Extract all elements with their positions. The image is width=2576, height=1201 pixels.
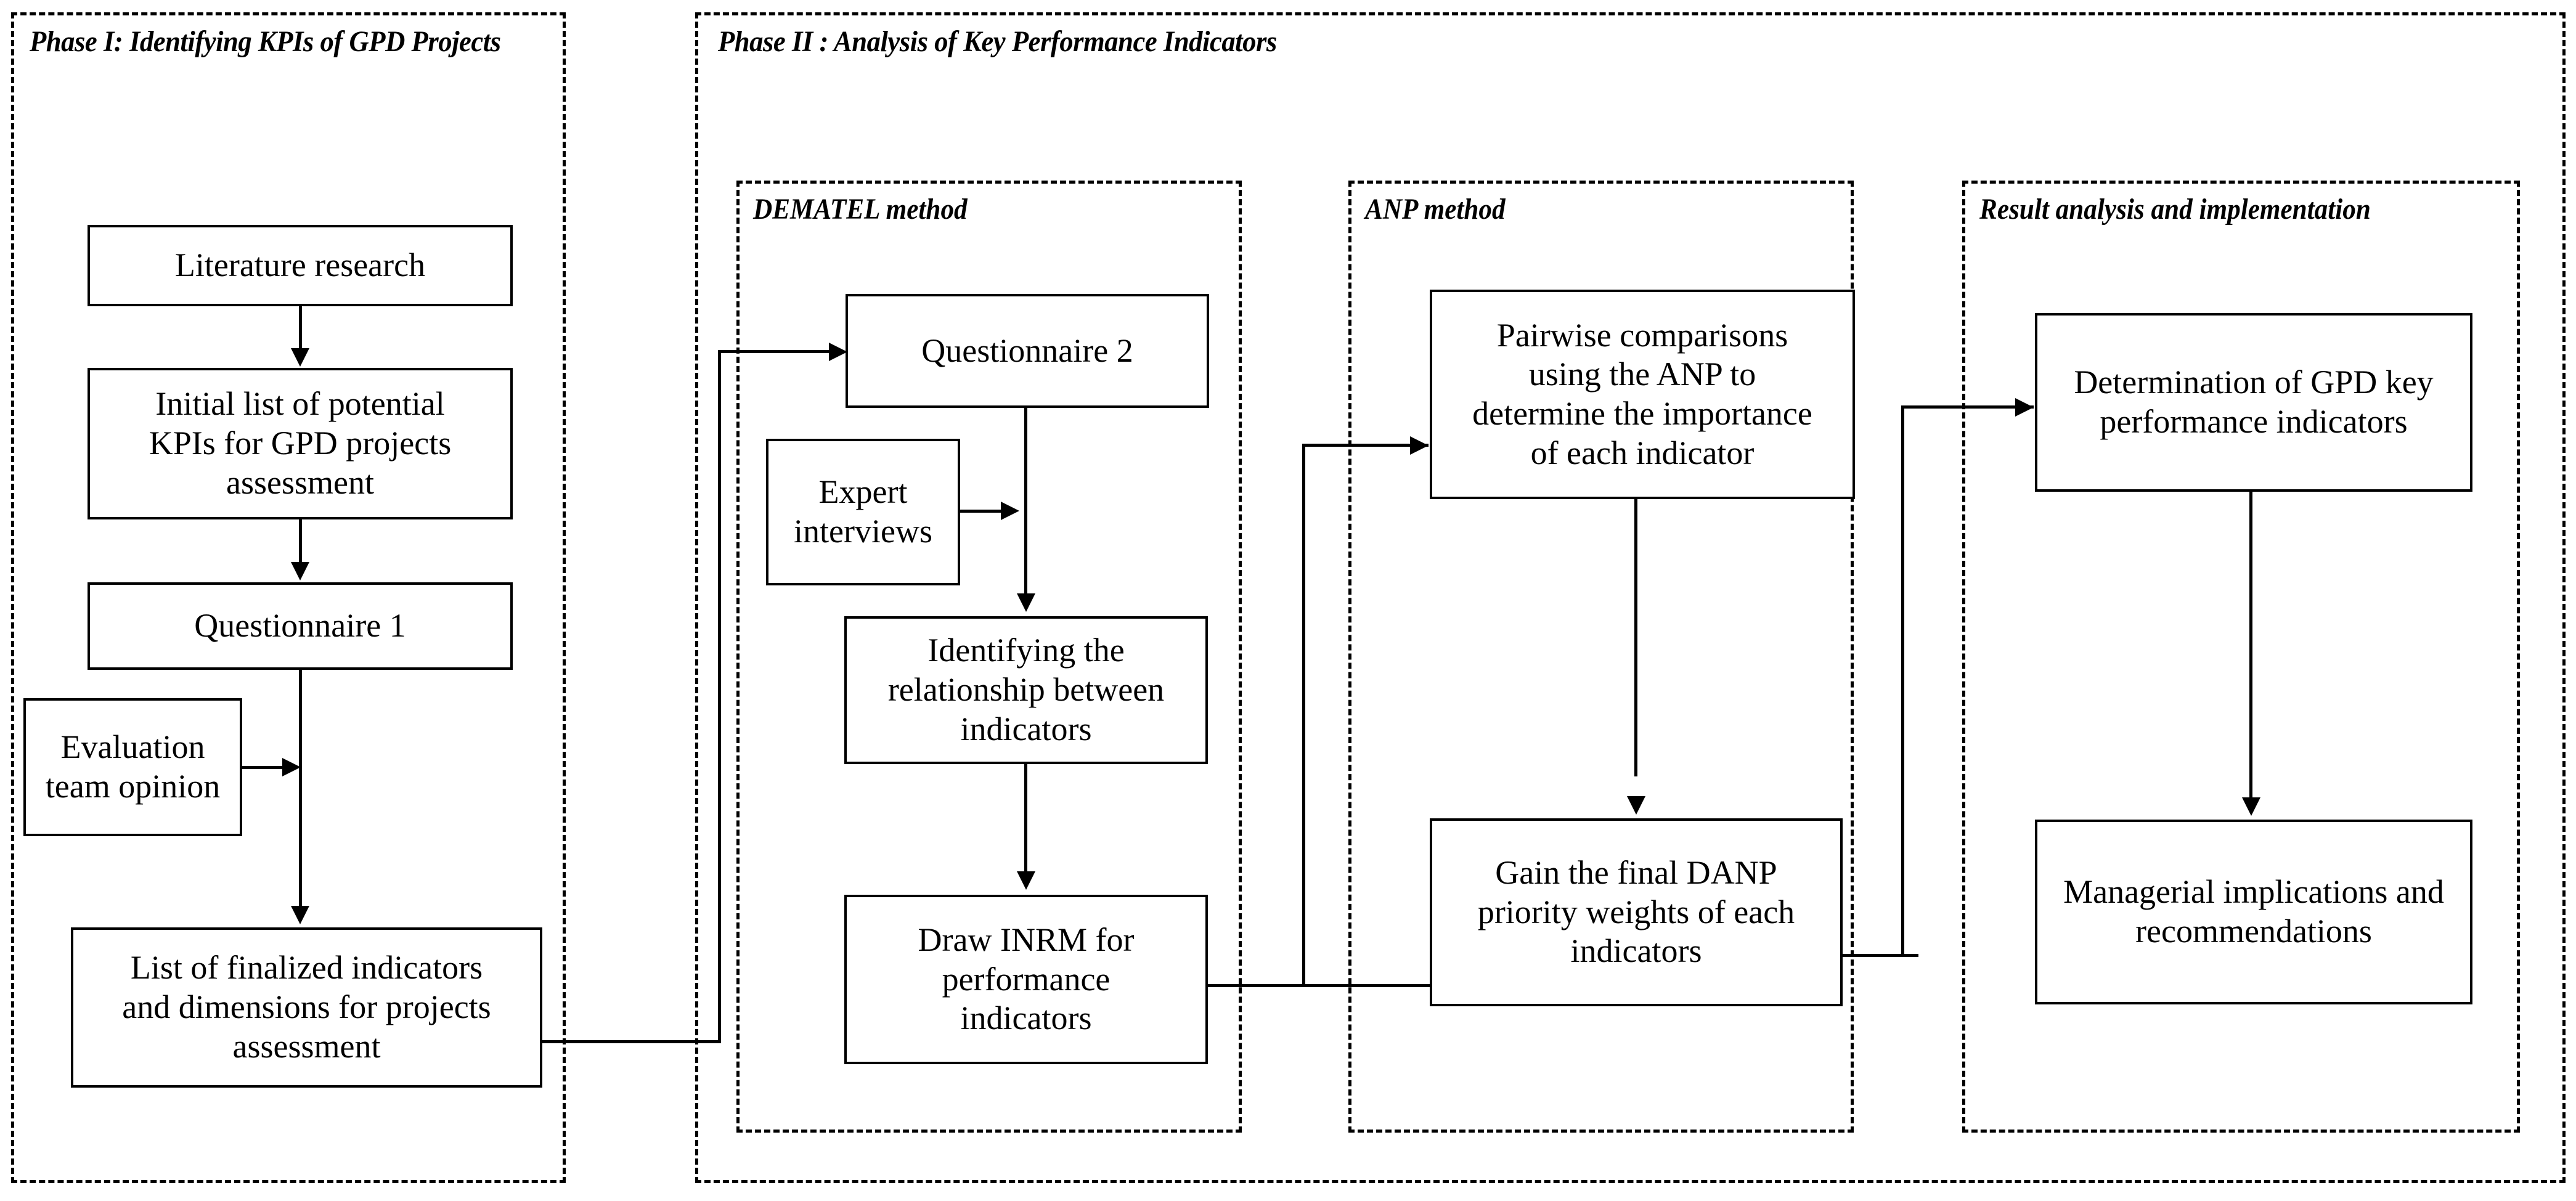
node-finalized-list[interactable]: List of finalized indicators and dimensi… xyxy=(71,927,542,1088)
node-pairwise-comparisons[interactable]: Pairwise comparisons using the ANP to de… xyxy=(1430,290,1855,499)
arrowhead-finalized-to-q2 xyxy=(829,343,847,361)
arrowhead-determination-to-managerial xyxy=(2242,797,2260,816)
arrowhead-pairwise-to-danp xyxy=(1627,796,1645,815)
node-determination-kpi[interactable]: Determination of GPD key performance ind… xyxy=(2035,313,2472,492)
connector-finalized-to-q2-seg2 xyxy=(718,350,721,1043)
anp-group-container xyxy=(1348,181,1854,1133)
arrowhead-questionnaire1-to-finalized xyxy=(291,906,309,924)
node-questionnaire-1[interactable]: Questionnaire 1 xyxy=(88,582,513,670)
arrowhead-inrm-to-pairwise xyxy=(1410,436,1429,455)
phase-2-container xyxy=(695,12,2566,1183)
result-group-container xyxy=(1962,181,2520,1133)
arrowhead-literature-to-initial xyxy=(291,348,309,367)
phase-1-container xyxy=(11,12,566,1183)
result-group-title: Result analysis and implementation xyxy=(1979,193,2371,226)
node-evaluation-team-opinion[interactable]: Evaluation team opinion xyxy=(23,698,242,836)
connector-danp-to-determination-seg2 xyxy=(1901,405,1904,957)
connector-inrm-to-pairwise-seg2 xyxy=(1302,444,1305,986)
phase-1-title: Phase I: Identifying KPIs of GPD Project… xyxy=(30,25,501,58)
connector-identify-to-inrm xyxy=(1024,764,1027,874)
connector-danp-to-determination-seg1 xyxy=(1843,954,1918,957)
connector-inrm-to-pairwise-seg3 xyxy=(1302,444,1429,447)
arrowhead-expert-to-trunk xyxy=(1001,502,1019,520)
node-expert-interviews[interactable]: Expert interviews xyxy=(766,439,960,585)
anp-group-title: ANP method xyxy=(1365,193,1506,226)
connector-finalized-to-q2-seg1 xyxy=(542,1040,721,1043)
connector-pairwise-to-danp xyxy=(1634,499,1637,776)
connector-determination-to-managerial xyxy=(2249,492,2252,799)
arrowhead-initial-to-questionnaire1 xyxy=(291,562,309,580)
node-draw-inrm[interactable]: Draw INRM for performance indicators xyxy=(844,895,1208,1064)
dematel-group-title: DEMATEL method xyxy=(753,193,968,226)
node-literature-research[interactable]: Literature research xyxy=(88,225,513,306)
node-managerial-implications[interactable]: Managerial implications and recommendati… xyxy=(2035,820,2472,1004)
connector-q2-to-identify xyxy=(1024,408,1027,596)
arrowhead-identify-to-inrm xyxy=(1017,871,1035,890)
connector-finalized-to-q2-seg3 xyxy=(718,350,844,353)
node-initial-list[interactable]: Initial list of potential KPIs for GPD p… xyxy=(88,368,513,519)
arrowhead-danp-to-determination xyxy=(2015,398,2034,417)
connector-inrm-to-pairwise-seg1 xyxy=(1208,984,1504,987)
connector-evaluation-to-trunk xyxy=(242,766,284,769)
node-questionnaire-2[interactable]: Questionnaire 2 xyxy=(846,294,1209,408)
node-gain-danp[interactable]: Gain the final DANP priority weights of … xyxy=(1430,818,1843,1006)
connector-questionnaire1-to-finalized xyxy=(299,670,302,907)
connector-initial-to-questionnaire1 xyxy=(299,519,302,563)
connector-expert-to-trunk xyxy=(960,510,1002,513)
dematel-group-container xyxy=(736,181,1242,1133)
arrowhead-q2-to-identify xyxy=(1017,593,1035,612)
connector-literature-to-initial xyxy=(299,306,302,349)
phase-2-title: Phase II : Analysis of Key Performance I… xyxy=(718,25,1277,58)
connector-danp-to-determination-seg3 xyxy=(1901,405,2034,409)
arrowhead-evaluation-to-trunk xyxy=(282,758,301,776)
node-identify-relationship[interactable]: Identifying the relationship between ind… xyxy=(844,616,1208,764)
